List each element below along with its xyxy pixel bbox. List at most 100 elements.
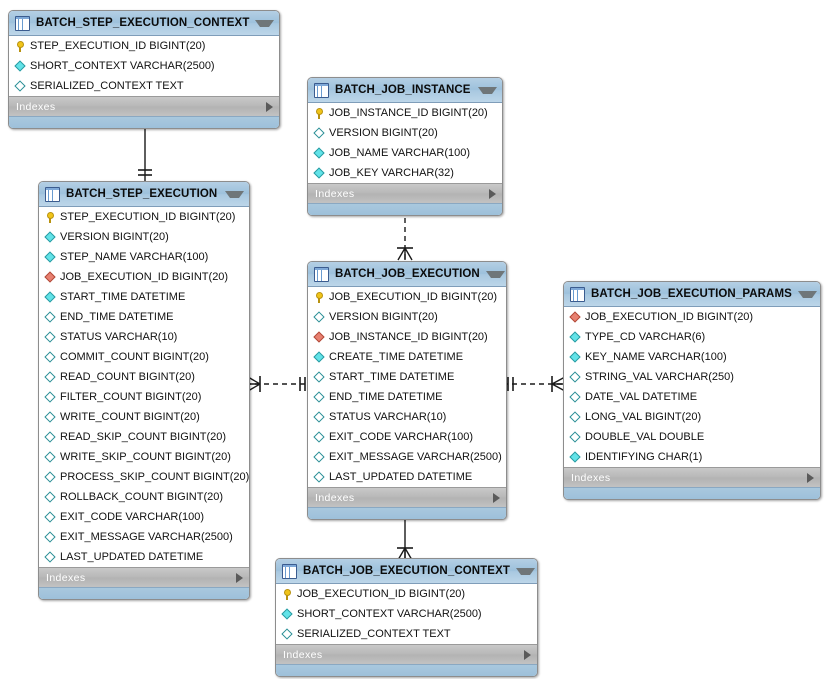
column-row[interactable]: SHORT_CONTEXT VARCHAR(2500) [276, 604, 537, 624]
nullable-column-icon [570, 372, 581, 383]
table-title: BATCH_JOB_EXECUTION_PARAMS [591, 288, 792, 300]
chevron-down-icon[interactable] [485, 270, 505, 278]
indexes-section[interactable]: Indexes [564, 467, 820, 487]
column-row[interactable]: EXIT_MESSAGE VARCHAR(2500) [308, 447, 506, 467]
column-label: SERIALIZED_CONTEXT TEXT [297, 628, 451, 640]
not-null-column-icon [15, 61, 26, 72]
column-label: COMMIT_COUNT BIGINT(20) [60, 351, 209, 363]
column-row[interactable]: JOB_EXECUTION_ID BIGINT(20) [276, 584, 537, 604]
column-row[interactable]: EXIT_CODE VARCHAR(100) [39, 507, 249, 527]
table-header[interactable]: BATCH_STEP_EXECUTION [39, 182, 249, 207]
relationship-job-execution-params[interactable] [503, 370, 567, 398]
table-header[interactable]: BATCH_STEP_EXECUTION_CONTEXT [9, 11, 279, 36]
table-header[interactable]: BATCH_JOB_INSTANCE [308, 78, 502, 103]
table-batch-job-execution-params[interactable]: BATCH_JOB_EXECUTION_PARAMS JOB_EXECUTION_… [563, 281, 821, 500]
column-label: START_TIME DATETIME [329, 371, 455, 383]
column-row[interactable]: EXIT_CODE VARCHAR(100) [308, 427, 506, 447]
column-row[interactable]: READ_SKIP_COUNT BIGINT(20) [39, 427, 249, 447]
column-label: START_TIME DATETIME [60, 291, 186, 303]
table-header[interactable]: BATCH_JOB_EXECUTION [308, 262, 506, 287]
column-label: STRING_VAL VARCHAR(250) [585, 371, 734, 383]
column-row[interactable]: JOB_EXECUTION_ID BIGINT(20) [39, 267, 249, 287]
column-row[interactable]: JOB_EXECUTION_ID BIGINT(20) [564, 307, 820, 327]
column-row[interactable]: END_TIME DATETIME [308, 387, 506, 407]
indexes-label: Indexes [315, 491, 355, 504]
column-row[interactable]: IDENTIFYING CHAR(1) [564, 447, 820, 467]
column-label: LONG_VAL BIGINT(20) [585, 411, 702, 423]
column-row[interactable]: SERIALIZED_CONTEXT TEXT [276, 624, 537, 644]
column-row[interactable]: START_TIME DATETIME [308, 367, 506, 387]
column-row[interactable]: JOB_NAME VARCHAR(100) [308, 143, 502, 163]
column-label: ROLLBACK_COUNT BIGINT(20) [60, 491, 224, 503]
expand-indexes-icon[interactable] [266, 101, 273, 112]
column-row[interactable]: LAST_UPDATED DATETIME [39, 547, 249, 567]
column-row[interactable]: DATE_VAL DATETIME [564, 387, 820, 407]
column-row[interactable]: VERSION BIGINT(20) [308, 123, 502, 143]
column-row[interactable]: STATUS VARCHAR(10) [39, 327, 249, 347]
column-row[interactable]: END_TIME DATETIME [39, 307, 249, 327]
column-row[interactable]: SHORT_CONTEXT VARCHAR(2500) [9, 56, 279, 76]
column-row[interactable]: STEP_EXECUTION_ID BIGINT(20) [9, 36, 279, 56]
column-row[interactable]: SERIALIZED_CONTEXT TEXT [9, 76, 279, 96]
column-row[interactable]: KEY_NAME VARCHAR(100) [564, 347, 820, 367]
column-row[interactable]: TYPE_CD VARCHAR(6) [564, 327, 820, 347]
column-row[interactable]: VERSION BIGINT(20) [308, 307, 506, 327]
not-null-column-icon [570, 352, 581, 363]
chevron-down-icon[interactable] [478, 86, 497, 94]
table-icon [282, 563, 297, 579]
column-label: WRITE_SKIP_COUNT BIGINT(20) [60, 451, 231, 463]
column-row[interactable]: STRING_VAL VARCHAR(250) [564, 367, 820, 387]
column-row[interactable]: JOB_INSTANCE_ID BIGINT(20) [308, 327, 506, 347]
table-header[interactable]: BATCH_JOB_EXECUTION_PARAMS [564, 282, 820, 307]
column-row[interactable]: PROCESS_SKIP_COUNT BIGINT(20) [39, 467, 249, 487]
column-row[interactable]: CREATE_TIME DATETIME [308, 347, 506, 367]
primary-key-icon [282, 588, 293, 600]
column-row[interactable]: WRITE_COUNT BIGINT(20) [39, 407, 249, 427]
chevron-down-icon[interactable] [797, 290, 817, 298]
nullable-column-icon [45, 512, 56, 523]
column-label: LAST_UPDATED DATETIME [60, 551, 204, 563]
column-row[interactable]: LONG_VAL BIGINT(20) [564, 407, 820, 427]
nullable-column-icon [45, 452, 56, 463]
column-row[interactable]: START_TIME DATETIME [39, 287, 249, 307]
expand-indexes-icon[interactable] [489, 188, 496, 199]
column-row[interactable]: DOUBLE_VAL DOUBLE [564, 427, 820, 447]
chevron-down-icon[interactable] [225, 190, 244, 198]
column-row[interactable]: VERSION BIGINT(20) [39, 227, 249, 247]
table-header[interactable]: BATCH_JOB_EXECUTION_CONTEXT [276, 559, 537, 584]
expand-indexes-icon[interactable] [493, 492, 500, 503]
expand-indexes-icon[interactable] [524, 649, 531, 660]
indexes-section[interactable]: Indexes [308, 487, 506, 507]
column-row[interactable]: JOB_KEY VARCHAR(32) [308, 163, 502, 183]
nullable-column-icon [314, 412, 325, 423]
relationship-job-execution-step-execution[interactable] [246, 370, 312, 398]
column-row[interactable]: EXIT_MESSAGE VARCHAR(2500) [39, 527, 249, 547]
chevron-down-icon[interactable] [515, 567, 535, 575]
expand-indexes-icon[interactable] [807, 472, 814, 483]
indexes-section[interactable]: Indexes [9, 96, 279, 116]
column-row[interactable]: WRITE_SKIP_COUNT BIGINT(20) [39, 447, 249, 467]
column-row[interactable]: JOB_EXECUTION_ID BIGINT(20) [308, 287, 506, 307]
indexes-section[interactable]: Indexes [308, 183, 502, 203]
column-row[interactable]: FILTER_COUNT BIGINT(20) [39, 387, 249, 407]
column-row[interactable]: ROLLBACK_COUNT BIGINT(20) [39, 487, 249, 507]
chevron-down-icon[interactable] [255, 19, 275, 27]
column-row[interactable]: STATUS VARCHAR(10) [308, 407, 506, 427]
expand-indexes-icon[interactable] [236, 572, 243, 583]
column-row[interactable]: LAST_UPDATED DATETIME [308, 467, 506, 487]
indexes-section[interactable]: Indexes [39, 567, 249, 587]
column-label: PROCESS_SKIP_COUNT BIGINT(20) [60, 471, 250, 483]
column-row[interactable]: JOB_INSTANCE_ID BIGINT(20) [308, 103, 502, 123]
column-list: JOB_EXECUTION_ID BIGINT(20)VERSION BIGIN… [308, 287, 506, 487]
column-row[interactable]: COMMIT_COUNT BIGINT(20) [39, 347, 249, 367]
column-row[interactable]: STEP_NAME VARCHAR(100) [39, 247, 249, 267]
column-row[interactable]: STEP_EXECUTION_ID BIGINT(20) [39, 207, 249, 227]
indexes-section[interactable]: Indexes [276, 644, 537, 664]
column-row[interactable]: READ_COUNT BIGINT(20) [39, 367, 249, 387]
